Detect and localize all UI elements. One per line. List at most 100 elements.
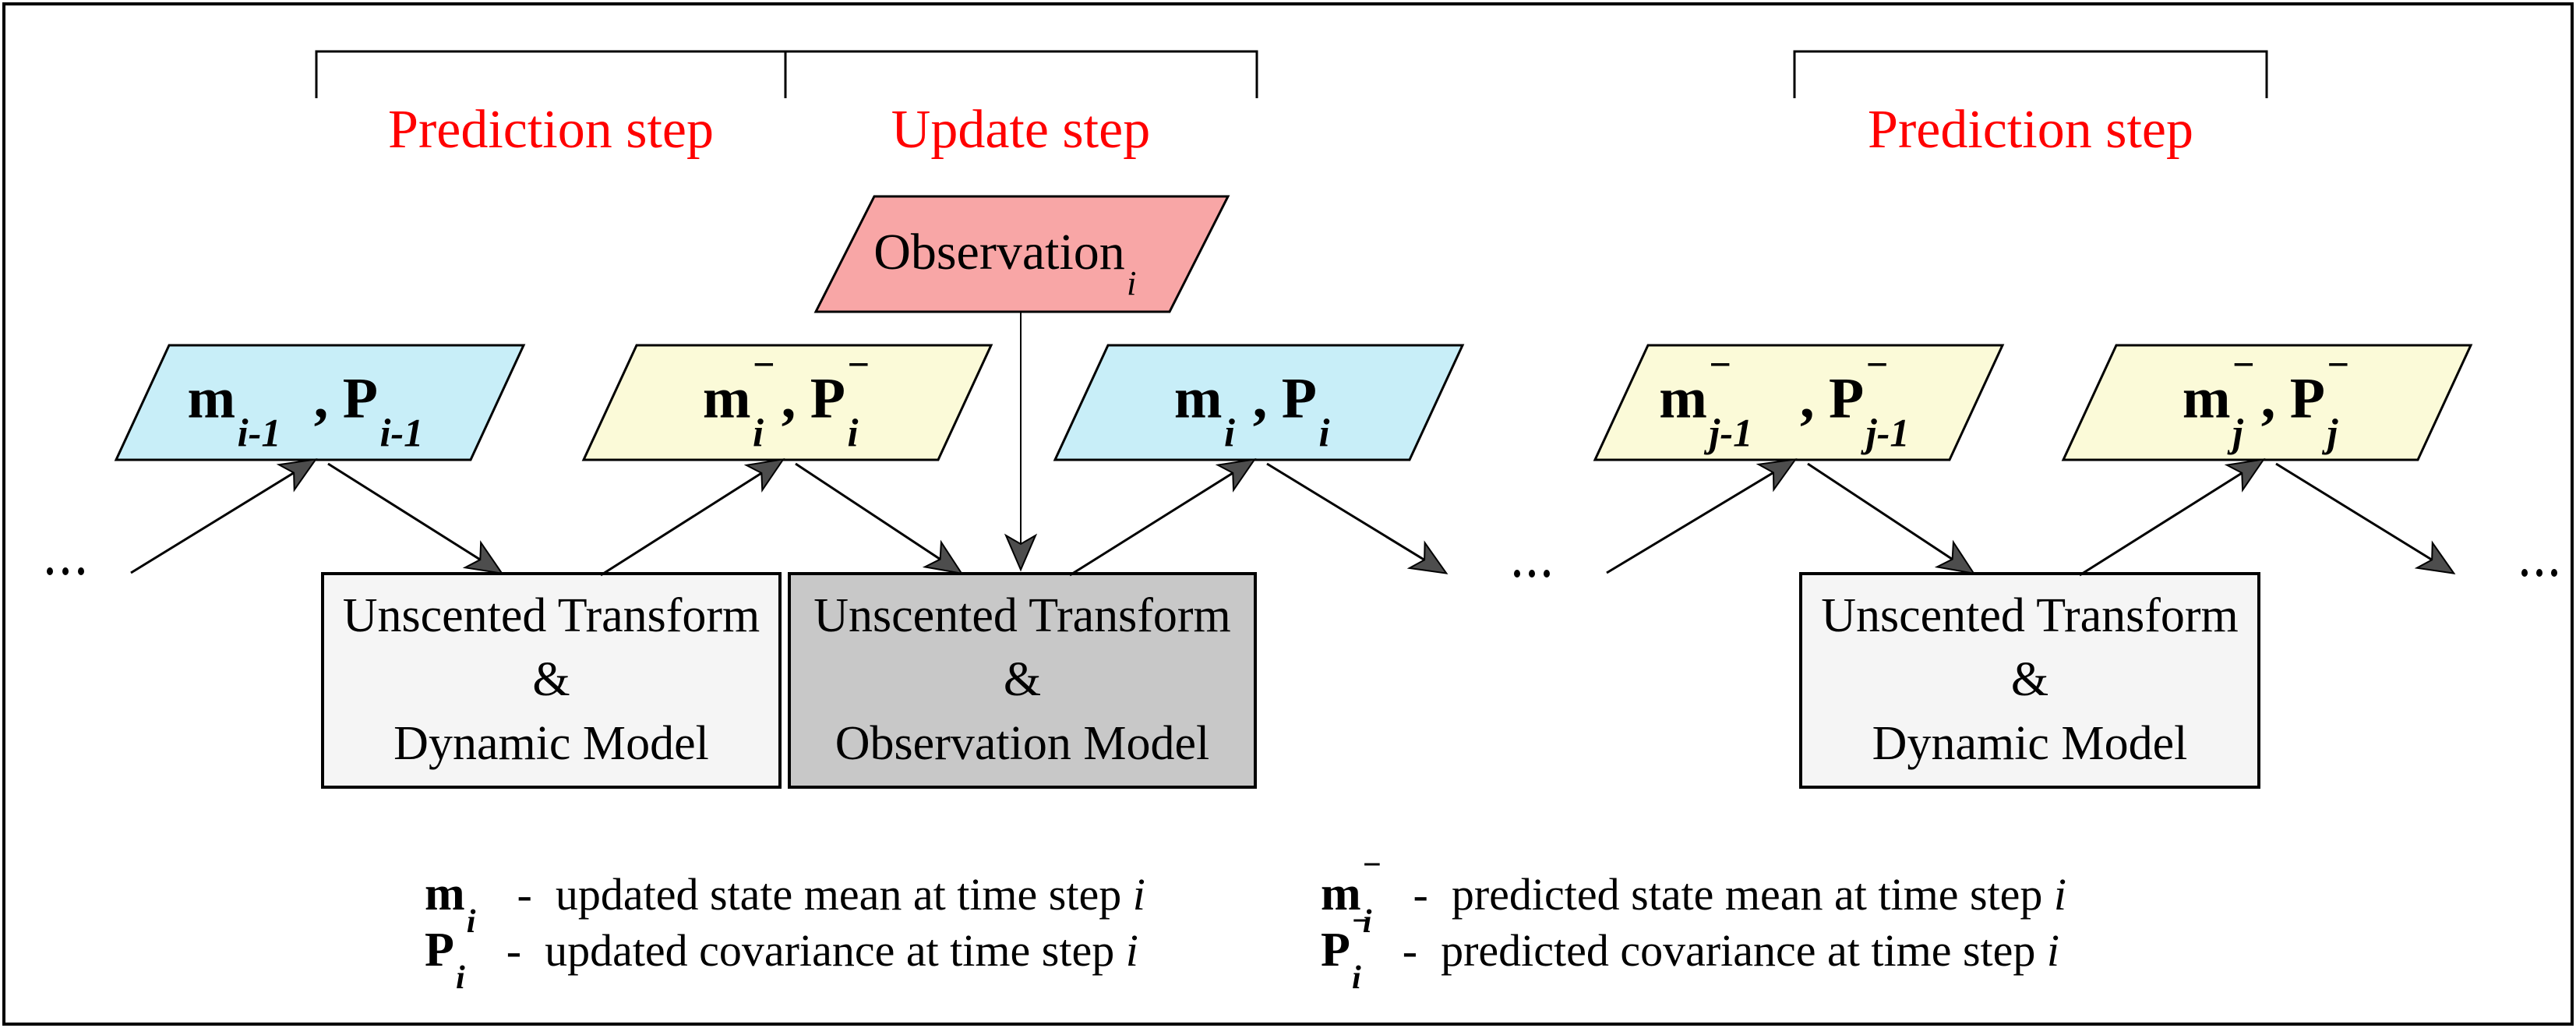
symbol-scripts: − j-1	[1707, 342, 1786, 454]
superscript-minus: −	[847, 342, 870, 387]
ellipsis-dot	[2536, 569, 2542, 577]
separator: ,	[313, 366, 343, 431]
symbol-scripts: i	[1317, 382, 1347, 454]
subscript: i-1	[379, 411, 424, 455]
box-line: &	[1003, 653, 1042, 707]
step-label-0: Prediction step	[388, 100, 714, 160]
symbol-base: P	[1321, 924, 1350, 977]
subscript: j-1	[1709, 411, 1753, 455]
symbol-base: P	[342, 366, 378, 431]
box-label-unscented-transform-dynamic-2: Unscented Transform&Dynamic Model	[1801, 574, 2259, 787]
flow-arrow-7	[1807, 462, 1976, 575]
symbol-base: P	[810, 366, 845, 431]
symbol-scripts: −i	[750, 342, 781, 454]
superscript-minus: −	[1709, 342, 1732, 387]
box-line: Unscented Transform	[813, 589, 1231, 643]
symbol-base: m	[702, 366, 751, 431]
superscript-minus: −	[2327, 342, 2350, 387]
superscript-minus: −	[1865, 342, 1889, 387]
box-unscented-transform-dynamic-1	[321, 572, 782, 789]
legend-symbol: P−i	[1321, 903, 1376, 997]
legend-description: predicted covariance at time step i	[1441, 925, 2059, 976]
subscript: j	[2232, 411, 2243, 455]
symbol-scripts: i	[465, 880, 491, 940]
subscript: j	[2327, 411, 2338, 455]
ellipsis-dot	[1529, 570, 1535, 578]
ellipsis-dot	[1544, 570, 1550, 578]
symbol-scripts: −j	[2325, 342, 2355, 454]
ellipsis-dot	[62, 567, 69, 575]
node-predicted-j	[2061, 344, 2473, 461]
symbol-scripts: i	[1222, 382, 1252, 454]
subscript: j-1	[1865, 411, 1910, 455]
legend-description: predicted state mean at time step i	[1451, 869, 2067, 920]
node-predicted-i	[581, 344, 993, 461]
legend-description: updated state mean at time step i	[555, 869, 1145, 920]
box-label-unscented-transform-observation: Unscented Transform&Observation Model	[789, 574, 1255, 787]
subscript: i-1	[237, 411, 281, 455]
symbol-base: m	[1173, 366, 1223, 431]
symbol-scripts: −j	[2230, 342, 2260, 454]
symbol-scripts: −i	[845, 342, 876, 454]
symbol-scripts: i	[454, 936, 480, 996]
node-observation-i	[813, 195, 1230, 313]
node-state-i-1	[114, 344, 526, 461]
legend-symbol: m−i	[1321, 846, 1387, 941]
step-label-2: Prediction step	[1868, 100, 2193, 160]
node-label-predicted-j: m−j, P−j	[2182, 342, 2355, 454]
symbol-scripts: −i	[1350, 903, 1376, 997]
flow-arrow-8	[2079, 457, 2266, 577]
flow-arrow-0	[130, 458, 318, 574]
subscript: i	[1351, 959, 1361, 997]
box-line: Dynamic Model	[1872, 716, 2188, 770]
symbol-base: m	[187, 366, 236, 431]
symbol-base: m	[1659, 366, 1707, 431]
superscript-minus: −	[753, 342, 775, 387]
superscript-minus: −	[1351, 902, 1371, 939]
symbol-base: P	[1281, 366, 1317, 431]
symbol-scripts: − j-1	[1864, 342, 1943, 454]
node-predicted-j-1	[1593, 344, 2005, 461]
symbol-scripts: i	[1125, 238, 1152, 302]
ellipsis-dot	[47, 567, 53, 575]
legend-dash: -	[1413, 869, 1428, 920]
subscript: i	[1127, 263, 1137, 302]
legend-description: updated covariance at time step i	[545, 925, 1138, 976]
box-line: Dynamic Model	[393, 716, 709, 770]
flow-arrow-3	[795, 462, 964, 575]
ellipsis-dot	[2521, 569, 2528, 577]
box-line: &	[532, 653, 570, 707]
subscript: i	[753, 411, 764, 455]
subscript: i	[1362, 903, 1372, 941]
ellipsis-dot	[2551, 569, 2557, 577]
symbol-scripts: −i	[1361, 846, 1387, 941]
symbol-base: m	[2182, 366, 2231, 431]
flow-arrow-4	[1069, 458, 1257, 577]
ellipsis-dot	[1514, 570, 1520, 578]
subscript: i	[1318, 411, 1330, 455]
flow-arrow-1	[327, 462, 504, 575]
box-line: Unscented Transform	[1821, 589, 2239, 643]
step-label-1: Update step	[891, 100, 1151, 160]
symbol-base: m	[1321, 867, 1361, 920]
flow-arrow-9	[2275, 462, 2456, 574]
box-unscented-transform-observation	[788, 572, 1257, 789]
subscript: i	[455, 959, 465, 997]
ellipsis-dot	[78, 567, 84, 575]
box-label-unscented-transform-dynamic-1: Unscented Transform&Dynamic Model	[323, 574, 780, 787]
symbol-base: m	[425, 867, 465, 920]
box-unscented-transform-dynamic-2	[1799, 572, 2260, 789]
flow-arrow-6	[1606, 458, 1798, 574]
node-state-i	[1053, 344, 1465, 461]
legend-dash: -	[517, 869, 532, 920]
